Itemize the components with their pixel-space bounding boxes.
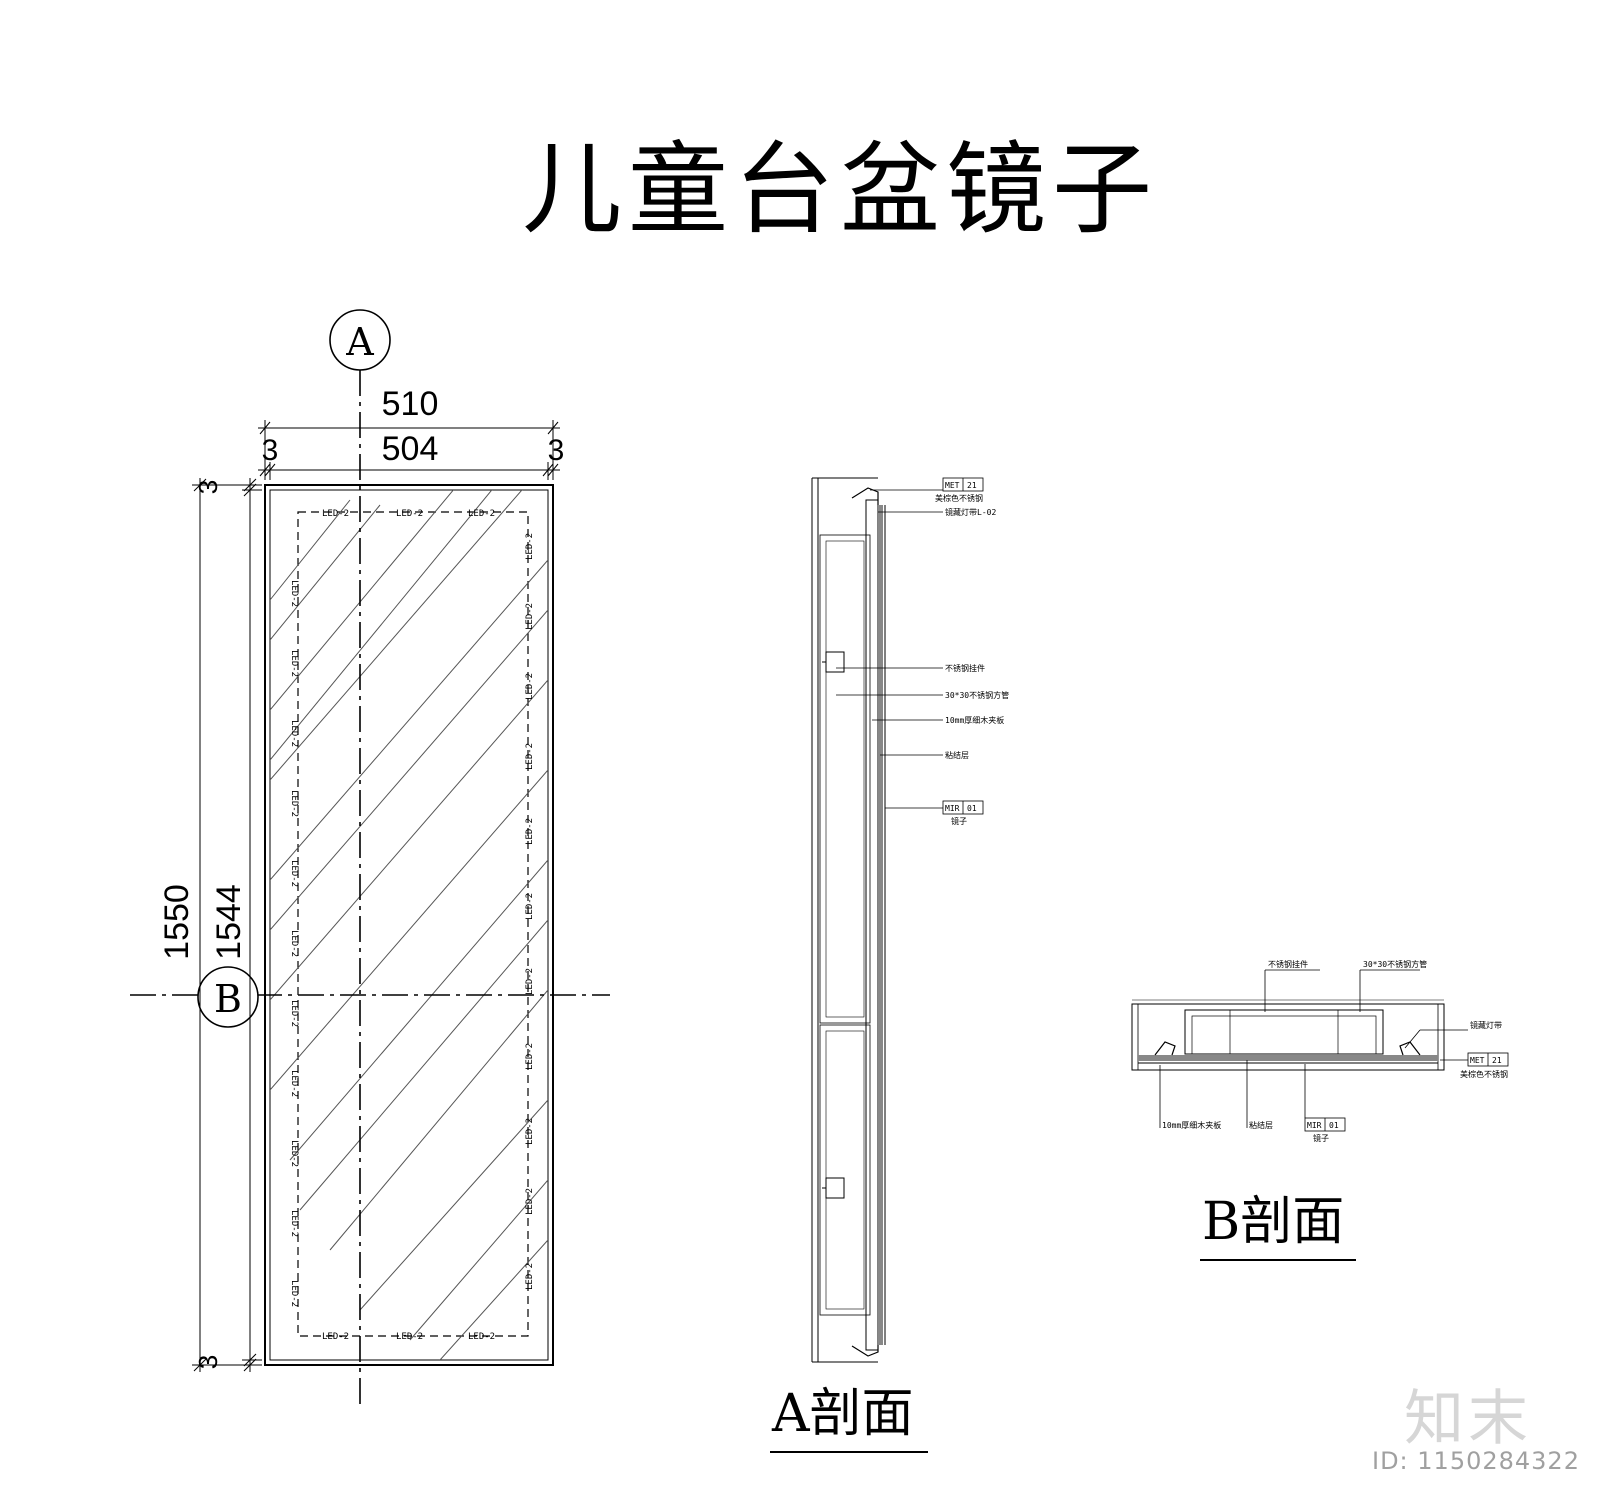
dim-total-width: 510 — [382, 385, 439, 423]
led-label: LED-2 — [525, 673, 535, 700]
led-label: LED-2 — [289, 1210, 299, 1237]
tag-mir-desc: 镜子 — [951, 816, 967, 826]
section-a-heading: A剖面 — [772, 1384, 914, 1444]
label-led-strip: 镜藏灯带L-02 — [945, 507, 996, 517]
led-label: LED-2 — [289, 1280, 299, 1307]
label-square-tube: 30*30不锈钢方管 — [945, 690, 1009, 700]
image-id: ID: 1150284322 — [1372, 1447, 1580, 1475]
tag-met-desc: 美棕色不锈钢 — [1460, 1069, 1508, 1079]
label-adhesive: 粘结层 — [1249, 1120, 1273, 1130]
led-label: LED-2 — [525, 603, 535, 630]
mirror-elevation: LED-2 LED-2 LED-2 LED-2 LED-2 LED-2 LED-… — [130, 309, 610, 1410]
tag-mir-num: 01 — [1329, 1121, 1339, 1130]
label-hanger: 不锈钢挂件 — [945, 663, 985, 673]
led-label: LED-2 — [468, 509, 495, 519]
label-square-tube: 30*30不锈钢方管 — [1363, 959, 1427, 969]
led-label: LED-2 — [525, 743, 535, 770]
axis-a-bubble — [329, 309, 391, 371]
tag-mir-num: 01 — [967, 804, 977, 813]
drawing-title: 儿童台盆镜子 — [522, 131, 1158, 248]
led-label: LED-2 — [525, 533, 535, 560]
section-b — [1131, 999, 1445, 1071]
dim-inner-width: 504 — [382, 430, 439, 468]
tag-met-code: MET — [945, 481, 960, 490]
led-label: LED-2 — [525, 893, 535, 920]
label-led-strip: 镜藏灯带 — [1470, 1020, 1502, 1030]
section-b-leaders — [1159, 969, 1509, 1132]
led-label: LED-2 — [289, 860, 299, 887]
tag-mir-code: MIR — [945, 804, 960, 813]
dim-inner-height: 1544 — [210, 884, 248, 960]
led-label: LED-2 — [396, 1332, 423, 1342]
led-label: LED-2 — [289, 1140, 299, 1167]
tag-met-code: MET — [1470, 1056, 1485, 1065]
axis-b-label: B — [214, 977, 242, 1021]
dim-total-height: 1550 — [158, 884, 196, 960]
led-label: LED-2 — [289, 930, 299, 957]
led-label: LED-2 — [525, 1043, 535, 1070]
led-label: LED-2 — [322, 1332, 349, 1342]
label-plywood: 10mm厚细木夹板 — [1162, 1120, 1221, 1130]
led-label: LED-2 — [289, 1000, 299, 1027]
dim-edge-top: 3 — [193, 480, 223, 494]
dim-edge-bottom: 3 — [193, 1355, 223, 1369]
brand-watermark: 知末 — [1404, 1384, 1532, 1454]
section-b-notes: 不锈钢挂件 30*30不锈钢方管 镜藏灯带 MET 21 美棕色不锈钢 10mm… — [1162, 959, 1508, 1143]
led-label: LED-2 — [289, 580, 299, 607]
led-label: LED-2 — [525, 1263, 535, 1290]
led-label: LED-2 — [525, 1118, 535, 1145]
label-adhesive: 粘结层 — [945, 750, 969, 760]
led-label: LED-2 — [525, 818, 535, 845]
tag-mir-code: MIR — [1307, 1121, 1322, 1130]
label-hanger: 不锈钢挂件 — [1268, 959, 1308, 969]
section-a-leaders — [836, 477, 984, 815]
dim-edge-left: 3 — [262, 434, 279, 467]
led-label: LED-2 — [289, 1070, 299, 1097]
label-plywood: 10mm厚细木夹板 — [945, 715, 1004, 725]
led-labels: LED-2 LED-2 LED-2 LED-2 LED-2 LED-2 — [322, 509, 495, 1342]
section-a — [811, 477, 886, 1363]
section-a-notes: MET 21 美棕色不锈钢 镜藏灯带L-02 不锈钢挂件 30*30不锈钢方管 … — [935, 481, 1009, 826]
tag-met-num: 21 — [967, 481, 977, 490]
led-label: LED-2 — [289, 720, 299, 747]
led-label: LED-2 — [289, 790, 299, 817]
tag-mir-desc: 镜子 — [1313, 1133, 1329, 1143]
tag-met-num: 21 — [1492, 1056, 1502, 1065]
led-label: LED-2 — [396, 509, 423, 519]
axis-b-bubble — [197, 966, 259, 1028]
led-label: LED-2 — [525, 1188, 535, 1215]
dim-edge-right: 3 — [548, 434, 565, 467]
section-b-heading: B剖面 — [1202, 1192, 1345, 1252]
led-label: LED-2 — [322, 509, 349, 519]
led-label: LED-2 — [289, 650, 299, 677]
led-label: LED-2 — [468, 1332, 495, 1342]
led-label: LED-2 — [525, 968, 535, 995]
tag-met-desc: 美棕色不锈钢 — [935, 493, 983, 503]
axis-a-label: A — [345, 320, 374, 364]
